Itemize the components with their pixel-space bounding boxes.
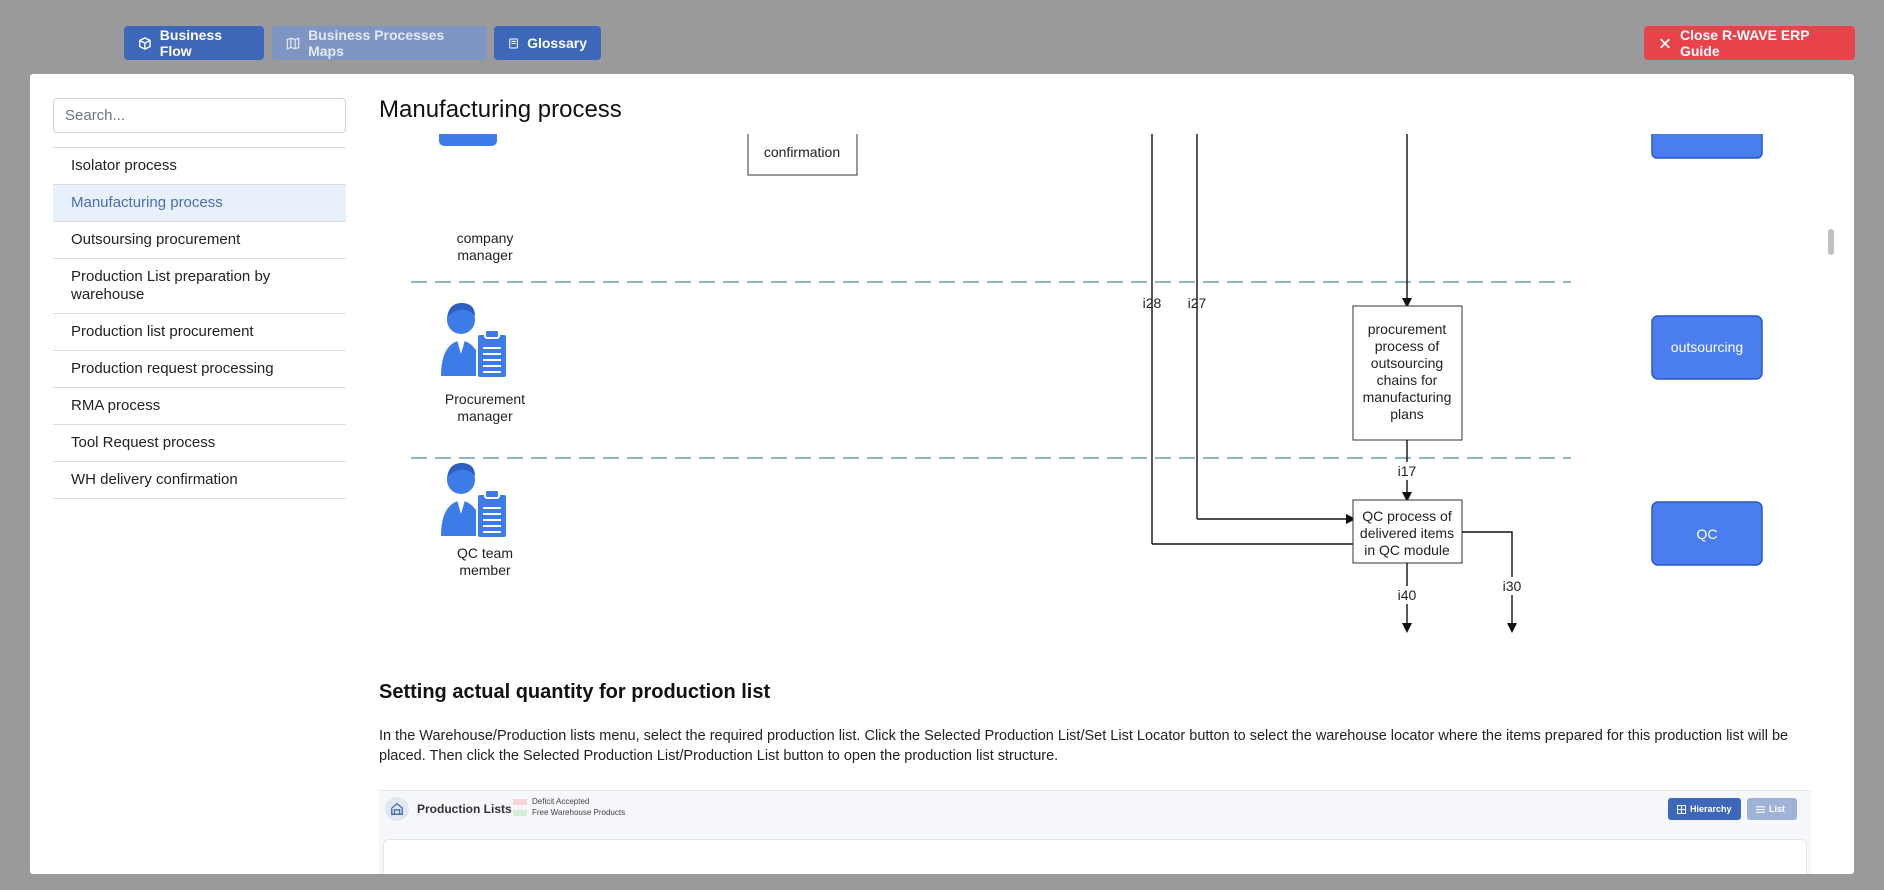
- sidebar-item-production-list-procurement[interactable]: Production list procurement: [53, 314, 346, 351]
- business-flow-label: Business Flow: [159, 27, 223, 59]
- sidebar-item-production-list-preparation[interactable]: Production List preparation by warehouse: [53, 259, 346, 314]
- section-title: Setting actual quantity for production l…: [379, 681, 771, 703]
- flow-label-i17: i17: [1398, 463, 1417, 479]
- close-icon: [1660, 38, 1670, 48]
- qc-team-member-avatar: [440, 461, 508, 539]
- confirmation-box: [747, 134, 858, 176]
- map-icon: [286, 36, 300, 50]
- procurement-box-line4: chains for: [1377, 372, 1438, 388]
- process-diagram: company manager confirmation i28 i27 Pro…: [379, 134, 1826, 674]
- embedded-screenshot: Production Lists Deficit Accepted Free W…: [379, 790, 1811, 874]
- glossary-button[interactable]: Glossary: [494, 26, 601, 60]
- procurement-box-line6: plans: [1390, 406, 1423, 422]
- sidebar-item-production-request[interactable]: Production request processing: [53, 351, 346, 388]
- top-toolbar: Business Flow Business Processes Maps Gl…: [0, 0, 1884, 74]
- list-icon: [1756, 805, 1765, 813]
- business-processes-maps-label: Business Processes Maps: [308, 27, 445, 59]
- main-content: Manufacturing process: [379, 74, 1826, 874]
- role-qc-line2: member: [459, 562, 511, 578]
- flow-label-i28: i28: [1143, 295, 1162, 311]
- hierarchy-button: Hierarchy: [1668, 798, 1741, 820]
- qc-flag[interactable]: [1651, 501, 1763, 566]
- procurement-box-line1: procurement: [1368, 321, 1447, 337]
- glossary-label: Glossary: [527, 35, 587, 51]
- search-input[interactable]: [53, 98, 346, 133]
- role-procurement-line1: Procurement: [445, 391, 525, 407]
- grid-icon: [1677, 804, 1686, 814]
- procurement-box-line5: manufacturing: [1363, 389, 1452, 405]
- procurement-box-line2: process of: [1375, 338, 1440, 354]
- flow-label-bg: [1501, 577, 1523, 595]
- qc-box-line1: QC process of: [1362, 508, 1452, 524]
- diagram-scrollbar[interactable]: [1826, 134, 1836, 864]
- role-qc-line1: QC team: [457, 545, 513, 561]
- qc-flag-label: QC: [1697, 526, 1718, 542]
- company-manager-icon: [439, 134, 497, 146]
- flow-label-i40: i40: [1398, 587, 1417, 603]
- screenshot-header: Production Lists Deficit Accepted Free W…: [379, 791, 1811, 827]
- page-title: Manufacturing process: [379, 96, 622, 123]
- screenshot-title: Production Lists: [417, 802, 512, 816]
- process-list: Isolator process Manufacturing process O…: [53, 147, 346, 499]
- confirmation-box-label: confirmation: [764, 144, 840, 160]
- qc-box: [1352, 499, 1463, 564]
- sidebar: Isolator process Manufacturing process O…: [53, 98, 346, 499]
- flow-label-i30: i30: [1503, 578, 1522, 594]
- role-procurement-line2: manager: [457, 408, 513, 424]
- flow-line-i30: [1462, 531, 1517, 633]
- top-flag: [1651, 134, 1763, 159]
- diagram-canvas: company manager confirmation i28 i27 Pro…: [411, 134, 1763, 633]
- outsourcing-flag[interactable]: [1651, 315, 1763, 380]
- close-guide-label: Close R-WAVE ERP Guide: [1679, 27, 1810, 59]
- scroll-thumb[interactable]: [1828, 229, 1834, 255]
- outsourcing-flag-label: outsourcing: [1671, 339, 1743, 355]
- sidebar-item-manufacturing[interactable]: Manufacturing process: [53, 185, 346, 222]
- qc-box-line3: in QC module: [1364, 542, 1450, 558]
- hierarchy-label: Hierarchy: [1690, 804, 1732, 814]
- flow-label-i27: i27: [1188, 295, 1207, 311]
- screenshot-legend: Deficit Accepted Free Warehouse Products: [513, 796, 625, 818]
- list-label: List: [1769, 804, 1786, 814]
- legend-deficit: Deficit Accepted: [532, 797, 590, 806]
- business-processes-maps-button[interactable]: Business Processes Maps: [272, 26, 487, 60]
- sidebar-item-wh-delivery[interactable]: WH delivery confirmation: [53, 462, 346, 499]
- flow-label-bg: [1398, 462, 1418, 480]
- business-flow-button[interactable]: Business Flow: [124, 26, 264, 60]
- procurement-box-line3: outsourcing: [1371, 355, 1443, 371]
- sidebar-item-isolator[interactable]: Isolator process: [53, 148, 346, 185]
- sidebar-item-tool-request[interactable]: Tool Request process: [53, 425, 346, 462]
- qc-box-line2: delivered items: [1360, 525, 1454, 541]
- sidebar-item-outsourcing[interactable]: Outsoursing procurement: [53, 222, 346, 259]
- flow-label-bg: [1396, 586, 1418, 604]
- procurement-box: [1352, 305, 1463, 441]
- list-button: List: [1747, 798, 1797, 820]
- screenshot-table: [383, 839, 1807, 874]
- close-guide-button[interactable]: Close R-WAVE ERP Guide: [1644, 26, 1855, 60]
- role-company-line2: manager: [457, 247, 513, 263]
- legend-free: Free Warehouse Products: [532, 808, 626, 817]
- book-icon: [509, 37, 518, 49]
- cube-icon: [139, 36, 151, 50]
- guide-modal: Isolator process Manufacturing process O…: [30, 74, 1854, 874]
- role-company-line1: company: [457, 230, 514, 246]
- section-body: In the Warehouse/Production lists menu, …: [379, 728, 1789, 764]
- procurement-manager-avatar: [440, 301, 508, 379]
- sidebar-item-rma[interactable]: RMA process: [53, 388, 346, 425]
- warehouse-icon: [385, 797, 409, 821]
